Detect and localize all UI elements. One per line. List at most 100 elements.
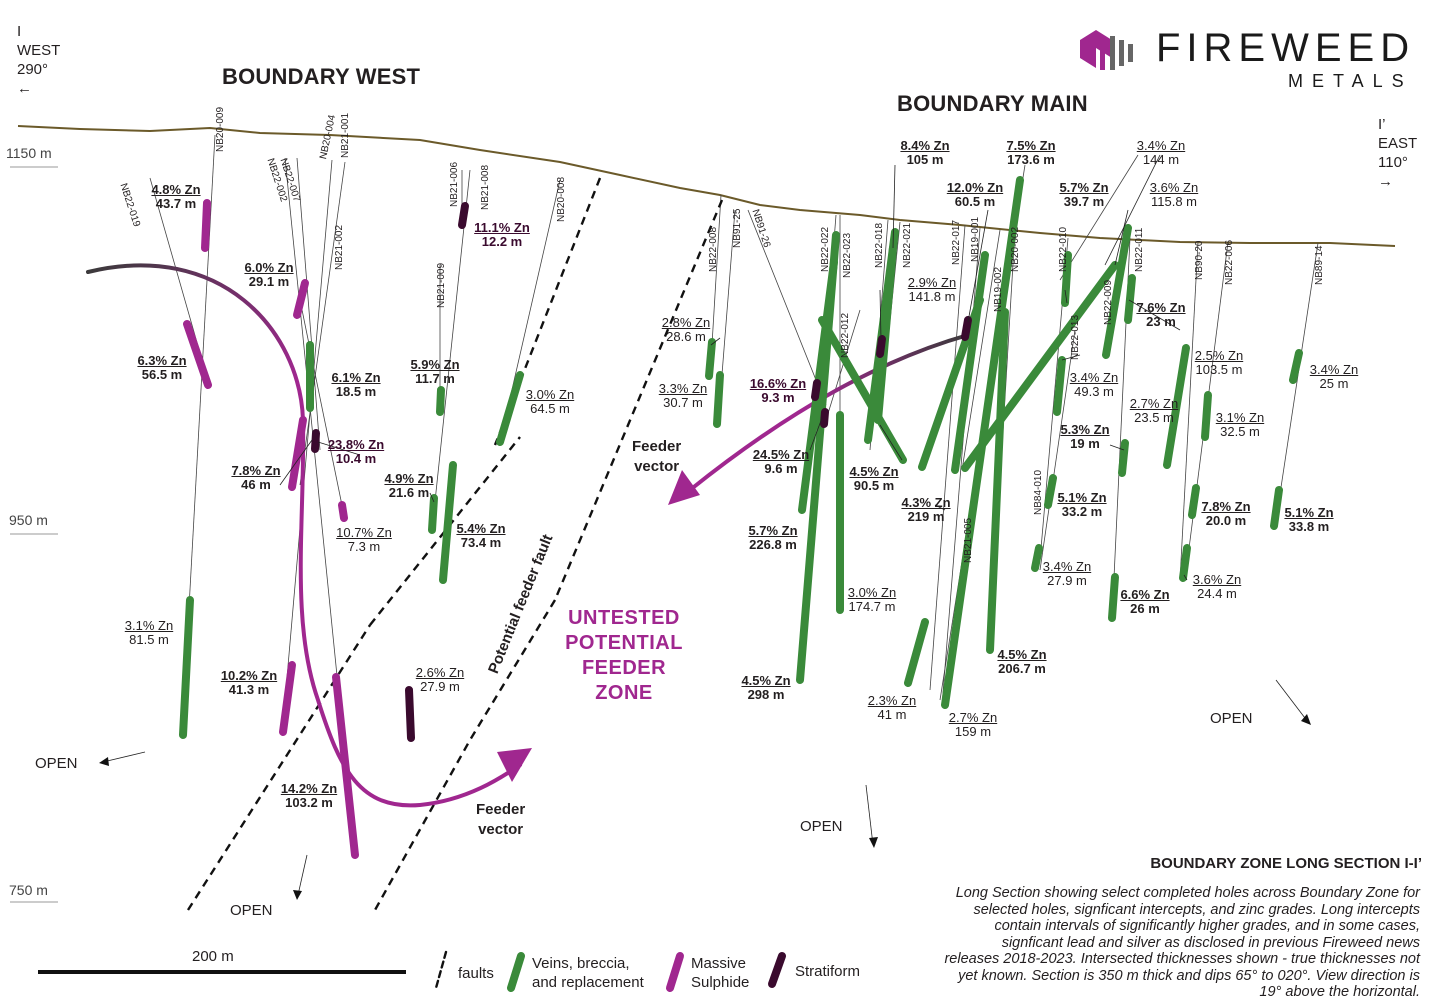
intercept-length: 39.7 m — [1063, 194, 1105, 209]
intercept-length: 33.2 m — [1061, 504, 1103, 519]
section-letter-east: I’ — [1378, 116, 1386, 133]
hole-label-nb22-021: NB22-021 — [902, 222, 913, 268]
feeder-vector-arc-west — [86, 263, 522, 808]
hole-label-nb20-008: NB20-008 — [556, 176, 567, 222]
west-azimuth: 290° — [17, 61, 49, 78]
intercept-grade: 10.7% Zn — [336, 525, 392, 540]
intercept-grade: 11.1% Zn — [474, 220, 530, 235]
hole-label-nb21-008: NB21-008 — [480, 164, 491, 210]
east-arrow-icon: → — [1378, 173, 1393, 190]
hole-label-nb90-20: NB90-20 — [1194, 240, 1205, 280]
elevation-750: 750 m — [9, 882, 48, 898]
intercept-grade: 5.1% Zn — [1057, 490, 1107, 505]
intercept-grade: 7.8% Zn — [231, 463, 281, 478]
untested-zone-label: UNTESTED POTENTIAL FEEDER ZONE — [565, 607, 683, 704]
intercept-length: 298 m — [747, 687, 785, 702]
intercept-grade: 4.5% Zn — [997, 647, 1047, 662]
intercept-length: 25 m — [1319, 376, 1349, 391]
intercept-grade: 2.7% Zn — [948, 710, 998, 725]
feeder-vector-arrowhead-main — [668, 470, 700, 505]
caption-title: BOUNDARY ZONE LONG SECTION I-I’ — [1150, 855, 1422, 872]
feeder-vector-label-west: Feeder vector — [476, 801, 526, 838]
intercept-length: 20.0 m — [1205, 513, 1247, 528]
intercept-length: 7.3 m — [347, 539, 381, 554]
logo-name: FIREWEED — [1156, 26, 1416, 70]
intercept-grade: 2.6% Zn — [415, 665, 465, 680]
hole-label-nb21-002: NB21-002 — [334, 224, 345, 270]
legend-stratiform: Stratiform — [795, 963, 861, 980]
intercept-grade: 2.8% Zn — [661, 315, 711, 330]
legend-faults: faults — [458, 965, 494, 982]
intercept-length: 27.9 m — [420, 679, 460, 694]
intercept-grade: 8.4% Zn — [900, 138, 950, 153]
intercept-length: 60.5 m — [954, 194, 996, 209]
intercept-grade: 3.4% Zn — [1136, 138, 1186, 153]
intercept-length: 103.5 m — [1195, 362, 1243, 377]
section-letter-west: I — [17, 23, 22, 40]
intercept-length: 12.2 m — [481, 234, 523, 249]
feeder-vector-label-main: Feeder vector — [632, 438, 682, 475]
intercept-length: 226.8 m — [749, 537, 797, 552]
massive-sulphide-intercepts — [183, 199, 359, 859]
intercept-grade: 3.1% Zn — [1215, 410, 1265, 425]
intercept-length: 23 m — [1146, 314, 1176, 329]
open-arrowheads — [99, 714, 1311, 900]
intercept-length: 9.6 m — [764, 461, 798, 476]
intercept-length: 219 m — [907, 509, 945, 524]
intercept-grade: 7.6% Zn — [1136, 300, 1186, 315]
hole-label-nb22-013: NB22-013 — [1070, 314, 1081, 360]
open-label-bottom-main: OPEN — [800, 818, 843, 835]
intercept-length: 33.8 m — [1288, 519, 1330, 534]
intercept-grade: 6.1% Zn — [331, 370, 381, 385]
intercept-grade: 3.0% Zn — [525, 387, 575, 402]
feeder-vector-arc-main — [688, 333, 970, 492]
intercept-grade: 5.4% Zn — [456, 521, 506, 536]
intercept-length: 64.5 m — [530, 401, 570, 416]
east-label: EAST — [1378, 135, 1418, 152]
intercept-length: 11.7 m — [415, 371, 455, 386]
intercept-grade: 5.1% Zn — [1284, 505, 1334, 520]
intercept-length: 23.5 m — [1134, 410, 1174, 425]
intercept-grade: 23.8% Zn — [327, 437, 385, 452]
intercept-grade: 3.4% Zn — [1042, 559, 1092, 574]
intercept-length: 206.7 m — [998, 661, 1046, 676]
intercept-length: 174.7 m — [848, 599, 896, 614]
west-arrow-icon: ← — [17, 80, 32, 97]
west-orientation: I WEST 290° ← — [17, 22, 60, 98]
intercept-length: 21.6 m — [388, 485, 430, 500]
intercept-length: 46 m — [241, 477, 271, 492]
intercept-length: 41.3 m — [228, 682, 270, 697]
intercept-grade: 3.0% Zn — [847, 585, 897, 600]
intercept-length: 43.7 m — [155, 196, 197, 211]
hole-label-nb20-002: NB20-002 — [1010, 226, 1021, 272]
hole-label-nb22-008: NB22-008 — [708, 226, 719, 272]
hole-label-nb19-001: NB19-001 — [970, 216, 981, 262]
hole-label-nb22-011: NB22-011 — [1134, 227, 1145, 272]
intercept-length: 9.3 m — [761, 390, 795, 405]
intercept-grade: 14.2% Zn — [280, 781, 338, 796]
